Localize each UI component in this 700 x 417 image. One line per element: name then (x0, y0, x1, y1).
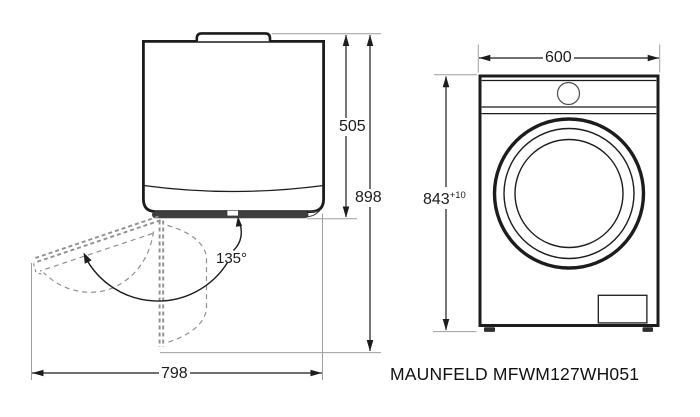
door-open-90-dashed (158, 220, 208, 347)
door-open-135-dashed (32, 215, 161, 293)
door-angle-label: 135° (216, 250, 248, 267)
left-foot (484, 327, 495, 332)
width-door-open-dimension-label: 798 (159, 365, 190, 383)
service-hatch (597, 294, 648, 324)
door-outer-ring (492, 117, 646, 270)
model-name-label: MAUNFELD MFWM127WH051 (390, 364, 640, 384)
height-tolerance: +10 (449, 190, 466, 201)
top-view-drawing (32, 32, 325, 347)
depth-door-open-dimension-label: 898 (353, 189, 384, 207)
height-value: 843 (423, 191, 450, 208)
door-swing-arc (84, 256, 229, 302)
top-view-extension-lines (31, 33, 381, 380)
door-inner-ring (514, 138, 624, 249)
right-foot (642, 327, 653, 332)
width-dimension-label: 600 (543, 49, 574, 67)
top-view-dimension-arrows (32, 34, 374, 377)
height-dimension-label: 843+10 (421, 187, 468, 209)
lid-handle (195, 32, 272, 42)
front-view-extension-lines (433, 44, 661, 333)
depth-dimension-label: 505 (337, 118, 368, 136)
door-strip-right-edge (305, 210, 321, 218)
top-view-body-outline (142, 40, 325, 213)
angle-leader-arrowhead (235, 216, 243, 227)
door-swing-arc-arrowhead (83, 252, 92, 264)
program-knob (556, 81, 581, 106)
front-view-dimension-arrows (442, 54, 659, 331)
door-middle-ring (503, 127, 635, 260)
front-view-drawing (478, 74, 660, 332)
door-handle-notch (227, 210, 238, 216)
top-panel-front-curve (143, 184, 324, 193)
